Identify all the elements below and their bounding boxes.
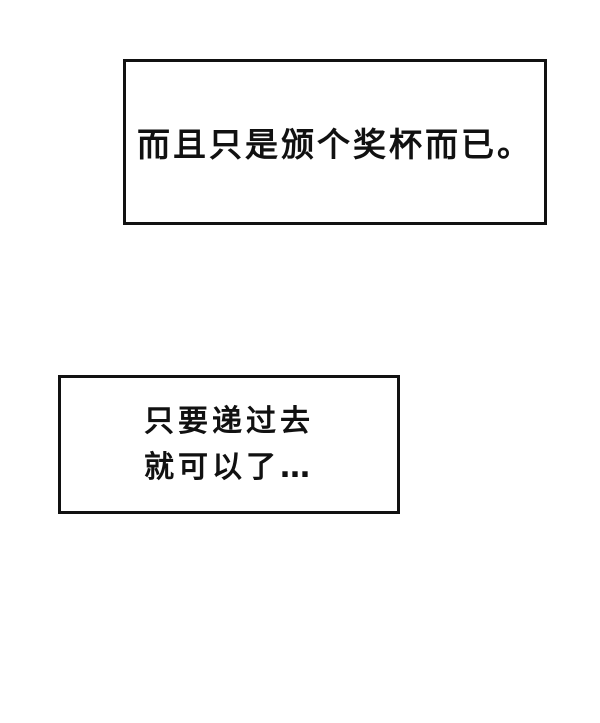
caption-box-top: 而且只是颁个奖杯而已。 <box>123 59 547 225</box>
caption-text-line: 就可以了… <box>144 449 314 485</box>
caption-box-bottom: 只要递过去 就可以了… <box>58 375 400 514</box>
caption-text-line: 只要递过去 <box>144 403 314 439</box>
caption-text-line: 而且只是颁个奖杯而已。 <box>137 125 533 164</box>
